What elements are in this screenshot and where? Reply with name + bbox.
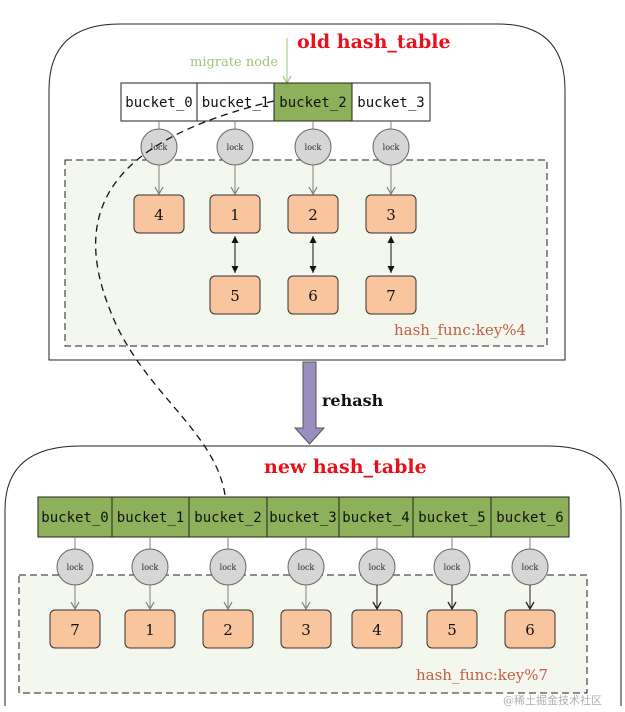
new-lock-0: lock xyxy=(56,537,94,611)
new-bucket-6: bucket_6 xyxy=(490,496,570,538)
new-node-value: 4 xyxy=(372,621,382,639)
new-node-5: 5 xyxy=(426,609,478,649)
old-lock-label-0: lock xyxy=(151,143,168,152)
rehash-arrow xyxy=(293,361,326,445)
new-lock-4: lock xyxy=(358,537,396,611)
old-bucket-label-1: bucket_1 xyxy=(202,95,269,111)
new-node-value: 3 xyxy=(301,621,311,639)
old-node-r2-3: 7 xyxy=(365,236,417,315)
migrate-node-label: migrate node xyxy=(190,55,278,70)
new-bucket-label-5: bucket_5 xyxy=(418,510,485,526)
old-bucket-2: bucket_2 xyxy=(273,82,353,122)
new-bucket-4: bucket_4 xyxy=(338,496,414,538)
new-node-6: 6 xyxy=(504,609,556,649)
new-lock-label-1: lock xyxy=(142,563,159,572)
new-lock-label-4: lock xyxy=(369,563,386,572)
old-bucket-label-3: bucket_3 xyxy=(357,95,424,111)
new-bucket-0: bucket_0 xyxy=(37,496,113,538)
old-bucket-1: bucket_1 xyxy=(196,82,275,122)
old-nodes-panel xyxy=(64,159,548,347)
old-node-r1-3: 3 xyxy=(365,194,417,234)
old-node-r1-1: 1 xyxy=(209,194,261,234)
new-node-value: 6 xyxy=(525,621,535,639)
new-bucket-label-4: bucket_4 xyxy=(342,510,409,526)
old-node-value: 4 xyxy=(154,206,164,224)
new-lock-3: lock xyxy=(287,537,325,611)
old-bucket-label-2: bucket_2 xyxy=(279,95,346,111)
migration-path xyxy=(95,100,275,496)
old-node-value: 7 xyxy=(386,287,396,305)
new-bucket-row: bucket_0 bucket_1 bucket_2 bucket_3 bucket_4… xyxy=(37,496,570,538)
new-bucket-label-1: bucket_1 xyxy=(117,510,184,526)
old-bucket-0: bucket_0 xyxy=(120,82,198,122)
new-node-value: 2 xyxy=(223,621,233,639)
old-lock-0: lock xyxy=(140,121,178,196)
new-node-value: 7 xyxy=(70,621,80,639)
old-node-r2-2: 6 xyxy=(287,236,339,315)
old-node-value: 2 xyxy=(308,206,318,224)
new-node-row: 7 1 2 3 4 5 6 xyxy=(49,609,556,649)
old-table-title: old hash_table xyxy=(297,31,451,53)
old-lock-row: lock lock lock lock xyxy=(140,121,410,196)
old-node-value: 1 xyxy=(230,206,240,224)
old-lock-1: lock xyxy=(216,121,254,196)
new-bucket-label-6: bucket_6 xyxy=(496,510,563,526)
new-lock-5: lock xyxy=(433,537,471,611)
old-node-value: 3 xyxy=(386,206,396,224)
old-hash-func-label: hash_func:key%4 xyxy=(394,321,526,339)
new-bucket-label-3: bucket_3 xyxy=(269,510,336,526)
new-node-value: 5 xyxy=(447,621,457,639)
old-node-grid: 4 1 2 3 5 6 7 xyxy=(133,194,417,315)
old-hash-table: old hash_table migrate node hash_func:ke… xyxy=(48,23,566,361)
new-lock-2: lock xyxy=(209,537,247,611)
rehash-label: rehash xyxy=(322,391,384,410)
new-lock-1: lock xyxy=(131,537,169,611)
new-lock-label-5: lock xyxy=(444,563,461,572)
old-node-r1-2: 2 xyxy=(287,194,339,234)
new-lock-label-0: lock xyxy=(67,563,84,572)
new-bucket-5: bucket_5 xyxy=(412,496,492,538)
old-lock-label-3: lock xyxy=(383,143,400,152)
old-lock-3: lock xyxy=(372,121,410,196)
watermark: @稀土掘金技术社区 xyxy=(503,693,602,707)
new-bucket-3: bucket_3 xyxy=(266,496,340,538)
new-node-value: 1 xyxy=(145,621,155,639)
old-lock-label-2: lock xyxy=(305,143,322,152)
old-node-value: 5 xyxy=(230,287,240,305)
new-lock-label-2: lock xyxy=(220,563,237,572)
old-lock-label-1: lock xyxy=(227,143,244,152)
new-node-1: 1 xyxy=(124,609,176,649)
new-lock-row: lock lock lock lock lock lock lock xyxy=(56,537,549,611)
new-table-title: new hash_table xyxy=(264,456,427,478)
new-node-3: 3 xyxy=(280,609,332,649)
new-bucket-1: bucket_1 xyxy=(111,496,190,538)
old-bucket-row: bucket_0 bucket_1 bucket_2 bucket_3 xyxy=(120,82,431,122)
new-hash-func-label: hash_func:key%7 xyxy=(416,666,548,684)
new-bucket-2: bucket_2 xyxy=(188,496,268,538)
new-bucket-label-2: bucket_2 xyxy=(194,510,261,526)
new-lock-label-6: lock xyxy=(522,563,539,572)
old-node-r1-0: 4 xyxy=(133,194,185,234)
new-lock-label-3: lock xyxy=(298,563,315,572)
old-lock-2: lock xyxy=(294,121,332,196)
new-node-0: 7 xyxy=(49,609,101,649)
old-node-r2-1: 5 xyxy=(209,236,261,315)
old-bucket-label-0: bucket_0 xyxy=(125,95,192,111)
old-node-value: 6 xyxy=(308,287,318,305)
old-bucket-3: bucket_3 xyxy=(351,82,431,122)
new-lock-6: lock xyxy=(511,537,549,611)
new-node-4: 4 xyxy=(351,609,403,649)
new-bucket-label-0: bucket_0 xyxy=(41,510,108,526)
new-node-2: 2 xyxy=(202,609,254,649)
